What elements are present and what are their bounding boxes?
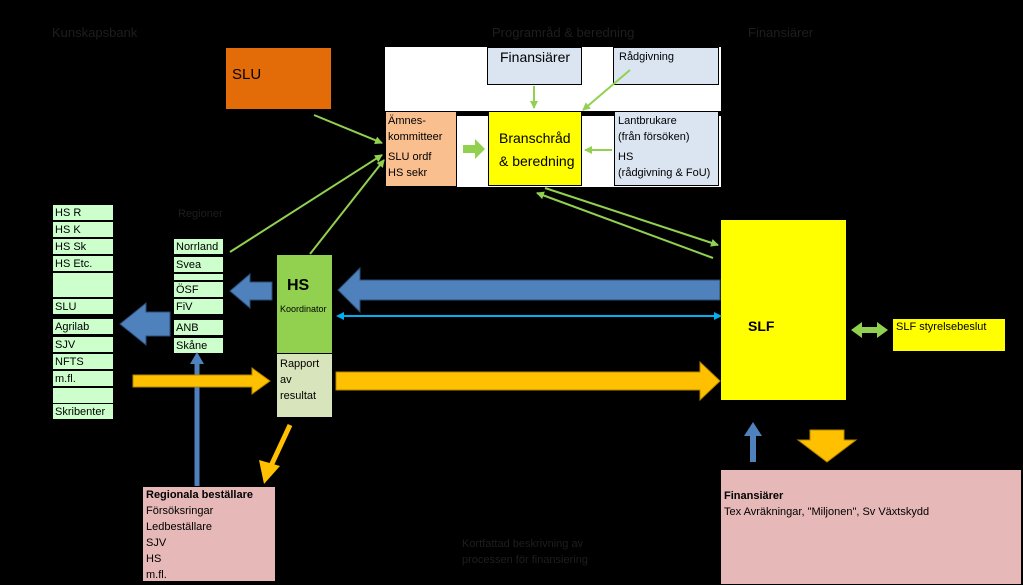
lantbrukare-line-4: (rådgivning & FoU): [618, 167, 711, 179]
rapport-line-3: resultat: [280, 390, 317, 402]
footer-line-2: processen för finansiering: [462, 554, 588, 566]
arrow-radgivning-to-branschrad: [582, 69, 631, 111]
slf-styrelsebeslut-label: SLF styrelsebeslut: [896, 321, 987, 333]
header-programrad: Programråd & beredning: [492, 25, 635, 40]
arrow-regions-to-amnes: [229, 154, 383, 253]
list-item: ANB: [173, 319, 224, 336]
branschrad-sub: & beredning: [499, 153, 575, 169]
list-item: SLU: [52, 298, 114, 315]
radgivning-label: Rådgivning: [619, 51, 675, 63]
rapport-line-1: Rapport: [280, 358, 320, 370]
hs-title: HS: [287, 277, 310, 294]
branschrad-title: Branschråd: [499, 130, 571, 146]
finansiarer-top-box: Finansiärer: [487, 47, 582, 85]
lantbrukare-line-3: HS: [618, 151, 634, 163]
branschrad-box: Branschråd & beredning: [488, 111, 582, 186]
slu-label: SLU: [232, 66, 262, 83]
blue-head-up-left: [190, 352, 204, 364]
list-item: NFTS: [52, 353, 114, 370]
list-item: Skribenter: [52, 403, 114, 420]
hs-koordinator-box: HS Koordinator: [276, 254, 333, 354]
arrow-slf-to-branschrad: [536, 191, 714, 259]
slf-styrelsebeslut-box: SLF styrelsebeslut: [892, 318, 1006, 352]
arrow-regions-to-list: [119, 301, 171, 347]
list-item: Skåne: [173, 337, 224, 354]
list-item: [173, 273, 224, 281]
finansiarer-bottom-title: Finansiärer: [724, 490, 784, 502]
regionala-item: Ledbeställare: [146, 521, 213, 533]
amnes-line-4: HS sekr: [388, 167, 428, 179]
arrow-slf-to-finansiarer: [796, 429, 858, 463]
regionala-bestallare-box: Regionala beställare Försöksringar Ledbe…: [142, 486, 276, 582]
header-finansiarer: Finansiärer: [748, 25, 814, 40]
slf-label: SLF: [748, 318, 775, 334]
regionala-item: SJV: [146, 537, 167, 549]
list-item: Agrilab: [52, 318, 114, 335]
arrow-hs-to-regionala: [267, 423, 293, 470]
cyan-head-left: [336, 312, 344, 320]
list-item: [52, 272, 114, 298]
arrow-list-to-hs: [132, 367, 271, 395]
blue-head-up-right: [744, 422, 762, 436]
slu-box: SLU: [225, 47, 332, 110]
arrow-hs-to-amnes: [309, 159, 385, 255]
hs-rapport-box: Rapport av resultat: [276, 353, 333, 418]
list-item: HS Sk: [52, 238, 114, 255]
list-item: ÖSF: [173, 281, 224, 298]
list-item: FiV: [173, 298, 224, 315]
amnes-line-1: Ämnes-: [388, 115, 426, 127]
arrow-amnes-to-branschrad: [463, 139, 485, 159]
regions-label: Regioner: [178, 208, 223, 220]
radgivning-box: Rådgivning: [613, 47, 719, 85]
regionala-item: Försöksringar: [146, 505, 214, 517]
regionala-item: m.fl.: [146, 569, 167, 581]
list-item: Svea: [173, 256, 224, 273]
regionala-title: Regionala beställare: [146, 489, 253, 501]
footer-line-1: Kortfattad beskrivning av: [462, 538, 584, 550]
arrow-hs-to-slf: [335, 360, 721, 402]
amnes-line-2: kommitteer: [388, 131, 443, 143]
amneskommitteer-box: Ämnes- kommitteer SLU ordf HS sekr: [385, 111, 457, 187]
arrow-slu-to-amnes: [313, 114, 383, 145]
finansiarer-bottom-desc: Tex Avräkningar, "Miljonen", Sv Växtskyd…: [724, 506, 930, 518]
list-item: HS Etc.: [52, 255, 114, 272]
finansiarer-bottom-box: Finansiärer Tex Avräkningar, "Miljonen",…: [720, 469, 1022, 585]
amnes-line-3: SLU ordf: [388, 151, 432, 163]
arrow-slf-to-hs: [337, 266, 721, 314]
lantbrukare-line-2: (från försöken): [618, 131, 690, 143]
list-item: Norrland: [173, 238, 224, 255]
list-item: HS K: [52, 221, 114, 238]
header-kunskapsbank: Kunskapsbank: [52, 25, 138, 40]
arrow-hs-to-regions: [229, 272, 273, 310]
hs-sub: Koordinator: [280, 304, 327, 314]
lantbrukare-line-1: Lantbrukare: [618, 115, 677, 127]
cyan-head-right: [714, 312, 722, 320]
gold-head-diag: [259, 460, 280, 484]
list-item: HS R: [52, 204, 114, 221]
arrow-branschrad-to-slf: [544, 187, 719, 247]
list-item: SJV: [52, 336, 114, 353]
slf-box: SLF: [720, 219, 847, 401]
lantbrukare-box: Lantbrukare (från försöken) HS (rådgivni…: [614, 111, 719, 186]
arrow-slf-styrelsebeslut: [851, 322, 888, 338]
finansiarer-top-label: Finansiärer: [500, 49, 571, 65]
rapport-line-2: av: [280, 374, 292, 386]
list-item: m.fl.: [52, 370, 114, 387]
regionala-item: HS: [146, 553, 162, 565]
